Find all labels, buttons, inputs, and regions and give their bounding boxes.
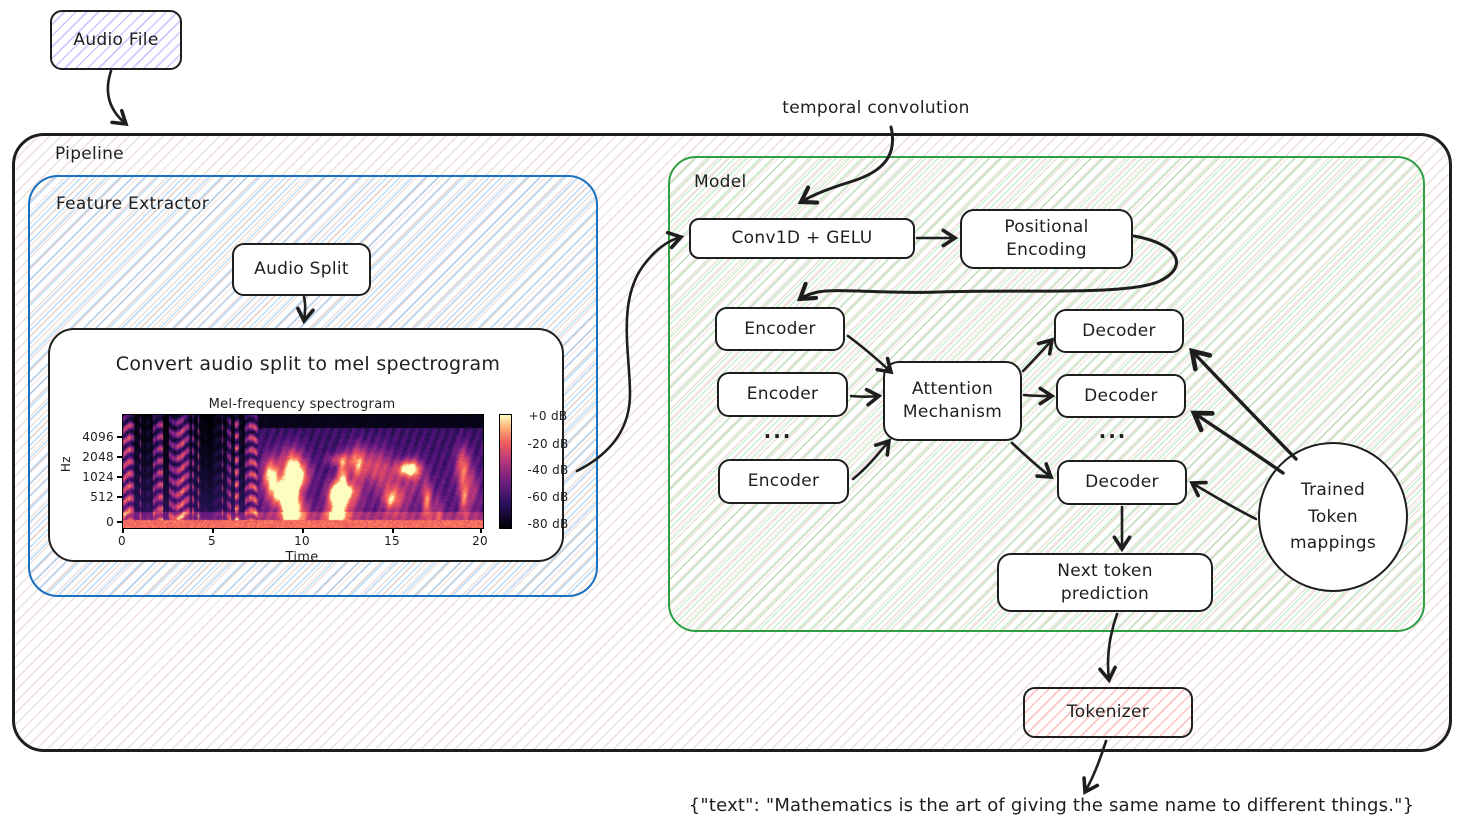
y-axis-label: Hz: [58, 456, 73, 473]
encoder-label: Encoder: [744, 318, 816, 339]
convert-to-mel-node: Convert audio split to mel spectrogram M…: [48, 328, 568, 565]
y-tick: 0: [106, 515, 114, 529]
y-tickmark: [117, 436, 122, 438]
y-tickmark: [117, 456, 122, 458]
x-tick: 5: [208, 534, 216, 548]
decoder-ellipsis: ...: [1098, 419, 1128, 443]
encoder-node-1: Encoder: [715, 307, 845, 351]
y-tick: 1024: [82, 470, 114, 484]
colorbar-tick: +0 dB: [528, 409, 568, 423]
next-token-prediction-node: Next token prediction: [997, 553, 1213, 612]
mel-spectrogram-heatmap: [122, 414, 484, 529]
colorbar: [499, 414, 512, 529]
pipeline-label: Pipeline: [55, 144, 124, 164]
x-tickmark: [302, 528, 304, 533]
x-tick: 20: [472, 534, 488, 548]
encoder-label: Encoder: [746, 384, 819, 405]
y-tick: 512: [90, 490, 114, 504]
encoder-label: Encoder: [747, 471, 820, 492]
conv1d-gelu-node: Conv1D + GELU: [689, 218, 915, 259]
x-tickmark: [122, 528, 124, 533]
convert-to-mel-title: Convert audio split to mel spectrogram: [115, 353, 501, 375]
positional-encoding-label: Positional Encoding: [1004, 217, 1089, 260]
x-tick: 15: [384, 534, 400, 548]
colorbar-tick: -60 dB: [527, 490, 569, 504]
decoder-node-2: Decoder: [1056, 374, 1186, 418]
y-tickmark: [117, 496, 122, 498]
colorbar-tick: -80 dB: [527, 517, 569, 531]
attention-mechanism-label: Attention Mechanism: [902, 379, 1003, 422]
arrow-audio-file-to-pipeline: [106, 69, 129, 127]
y-tick: 2048: [82, 450, 114, 464]
audio-file-node: Audio File: [50, 10, 182, 70]
encoder-node-2: Encoder: [717, 372, 848, 417]
decoder-node-3: Decoder: [1057, 460, 1187, 505]
temporal-convolution-annotation: temporal convolution: [782, 98, 970, 118]
audio-file-label: Audio File: [73, 29, 159, 50]
decoder-label: Decoder: [1085, 472, 1159, 493]
trained-token-mappings-node: Trained Token mappings: [1258, 442, 1408, 592]
audio-split-node: Audio Split: [232, 243, 371, 296]
trained-token-mappings-label: Trained Token mappings: [1289, 480, 1377, 554]
encoder-ellipsis: ...: [763, 419, 793, 443]
x-tick: 0: [118, 534, 126, 548]
positional-encoding-node: Positional Encoding: [960, 209, 1133, 269]
decoder-label: Decoder: [1082, 320, 1156, 341]
colorbar-tick: -40 dB: [527, 463, 569, 477]
x-axis-label: Time: [285, 550, 319, 565]
x-tickmark: [212, 528, 214, 533]
next-token-prediction-label: Next token prediction: [1057, 560, 1153, 604]
transcription-output-text: {"text": "Mathematics is the art of givi…: [688, 795, 1415, 816]
conv1d-gelu-label: Conv1D + GELU: [731, 228, 873, 249]
encoder-node-3: Encoder: [718, 459, 849, 504]
y-tickmark: [117, 521, 122, 523]
y-tick: 4096: [82, 430, 114, 444]
decoder-label: Decoder: [1084, 385, 1158, 406]
x-tickmark: [392, 528, 394, 533]
spectrogram-title: Mel-frequency spectrogram: [208, 397, 396, 412]
decoder-node-1: Decoder: [1054, 309, 1184, 353]
x-tick: 10: [294, 534, 310, 548]
audio-split-label: Audio Split: [254, 259, 349, 280]
model-label: Model: [694, 172, 747, 192]
x-tickmark: [480, 528, 482, 533]
tokenizer-label: Tokenizer: [1066, 702, 1150, 723]
attention-mechanism-node: Attention Mechanism: [883, 361, 1022, 441]
y-tickmark: [117, 476, 122, 478]
colorbar-tick: -20 dB: [527, 437, 569, 451]
feature-extractor-label: Feature Extractor: [56, 194, 210, 214]
tokenizer-node: Tokenizer: [1023, 687, 1193, 738]
